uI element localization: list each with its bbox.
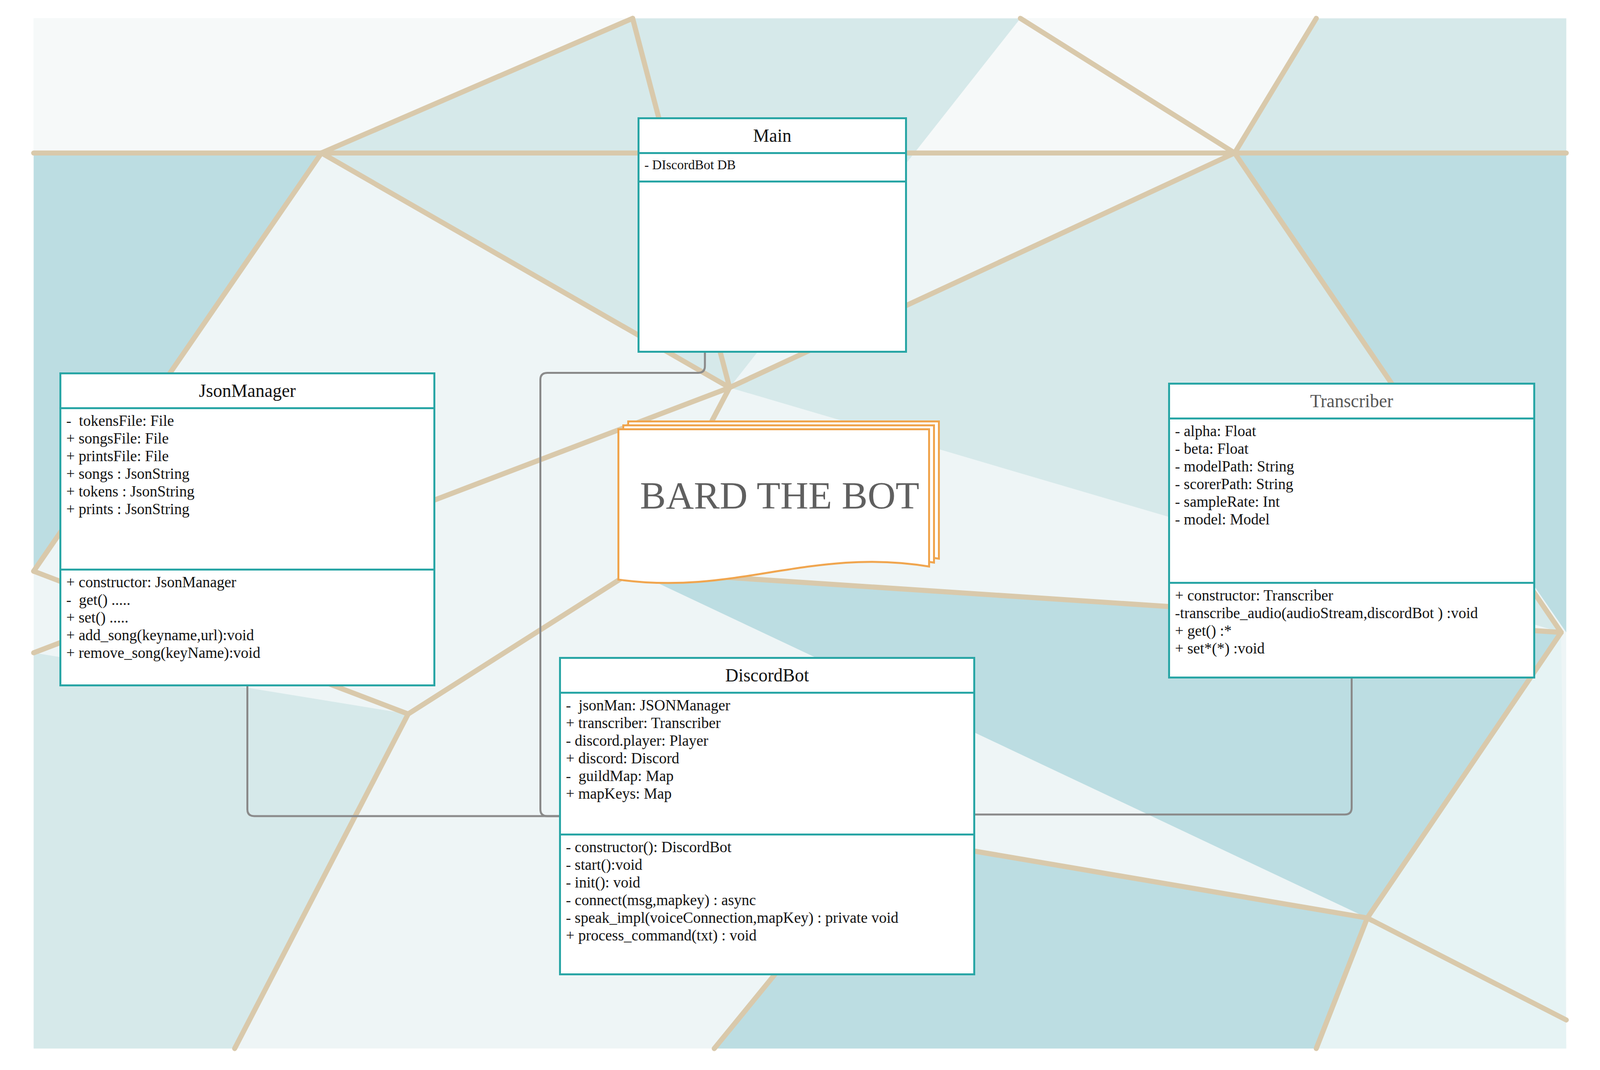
class-box: JsonManager - tokensFile: File+ songsFile… xyxy=(59,372,436,687)
attribute-line: + tokens : JsonString xyxy=(66,482,429,501)
method-line: -transcribe_audio(audioStream,discordBot… xyxy=(1174,604,1529,623)
class-header: DiscordBot xyxy=(560,659,974,694)
method-line: - start():void xyxy=(565,856,969,875)
class-header: JsonManager xyxy=(61,374,434,410)
class-name: Transcriber xyxy=(1309,390,1393,412)
method-line: + set() ..... xyxy=(66,609,429,627)
methods-compartment: + constructor: Transcriber-transcribe_au… xyxy=(1170,584,1534,677)
attribute-line: - scorerPath: String xyxy=(1174,475,1529,494)
class-header: Main xyxy=(639,119,906,155)
method-line: + constructor: JsonManager xyxy=(66,573,429,592)
document-title: BARD THE BOT xyxy=(640,473,920,518)
attribute-line: - DIscordBot DB xyxy=(644,157,901,173)
method-line: - init(): void xyxy=(565,874,969,892)
class-name: DiscordBot xyxy=(725,665,810,687)
attribute-line: + prints : JsonString xyxy=(66,500,429,519)
attribute-line: - jsonMan: JSONManager xyxy=(565,696,969,715)
connector-path xyxy=(247,686,560,817)
attribute-line: - discord.player: Player xyxy=(565,732,969,750)
attribute-line: - guildMap: Map xyxy=(565,767,969,786)
method-line: + add_song(keyname,url):void xyxy=(66,626,429,645)
attribute-line: + discord: Discord xyxy=(565,749,969,768)
methods-compartment xyxy=(639,182,906,351)
attributes-compartment: - tokensFile: File+ songsFile: File+ pri… xyxy=(61,409,434,571)
method-line: + set*(*) :void xyxy=(1174,640,1529,658)
method-line: + get() :* xyxy=(1174,622,1529,640)
method-line: - connect(msg,mapkey) : async xyxy=(565,891,969,910)
method-line: + process_command(txt) : void xyxy=(565,927,969,945)
association-line xyxy=(247,686,560,817)
attribute-line: + songs : JsonString xyxy=(66,465,429,483)
attribute-line: + mapKeys: Map xyxy=(565,785,969,803)
attribute-line: - model: Model xyxy=(1174,510,1529,529)
attribute-line: - tokensFile: File xyxy=(66,412,429,430)
class-box: Main - DIscordBot DB xyxy=(637,117,907,353)
attributes-compartment: - jsonMan: JSONManager+ transcriber: Tra… xyxy=(560,693,974,836)
methods-compartment: + constructor: JsonManager- get() .....+… xyxy=(61,570,434,685)
class-name: Main xyxy=(752,125,792,147)
attribute-line: - sampleRate: Int xyxy=(1174,493,1529,511)
attribute-line: + printsFile: File xyxy=(66,447,429,466)
attribute-line: + transcriber: Transcriber xyxy=(565,714,969,733)
methods-compartment: - constructor(): DiscordBot- start():voi… xyxy=(560,835,974,974)
class-box: DiscordBot - jsonMan: JSONManager+ transc… xyxy=(559,657,976,976)
class-box: Transcriber- alpha: Float- beta: Float- … xyxy=(1168,382,1536,679)
method-line: + constructor: Transcriber xyxy=(1174,586,1529,605)
attributes-compartment: - alpha: Float- beta: Float- modelPath: … xyxy=(1170,419,1534,585)
attribute-line: - beta: Float xyxy=(1174,440,1529,458)
method-line: - speak_impl(voiceConnection,mapKey) : p… xyxy=(565,909,969,928)
attributes-compartment: - DIscordBot DB xyxy=(639,154,906,183)
method-line: + remove_song(keyName):void xyxy=(66,644,429,663)
class-header: Transcriber xyxy=(1170,384,1534,420)
connector-path xyxy=(975,678,1352,815)
document-page xyxy=(618,429,930,584)
attribute-line: - modelPath: String xyxy=(1174,457,1529,476)
document-shape: BARD THE BOT xyxy=(618,421,941,589)
attribute-line: - alpha: Float xyxy=(1174,422,1529,441)
method-line: - get() ..... xyxy=(66,591,429,610)
attribute-line: + songsFile: File xyxy=(66,429,429,448)
association-line xyxy=(975,678,1352,815)
method-line: - constructor(): DiscordBot xyxy=(565,838,969,857)
class-name: JsonManager xyxy=(198,380,296,402)
